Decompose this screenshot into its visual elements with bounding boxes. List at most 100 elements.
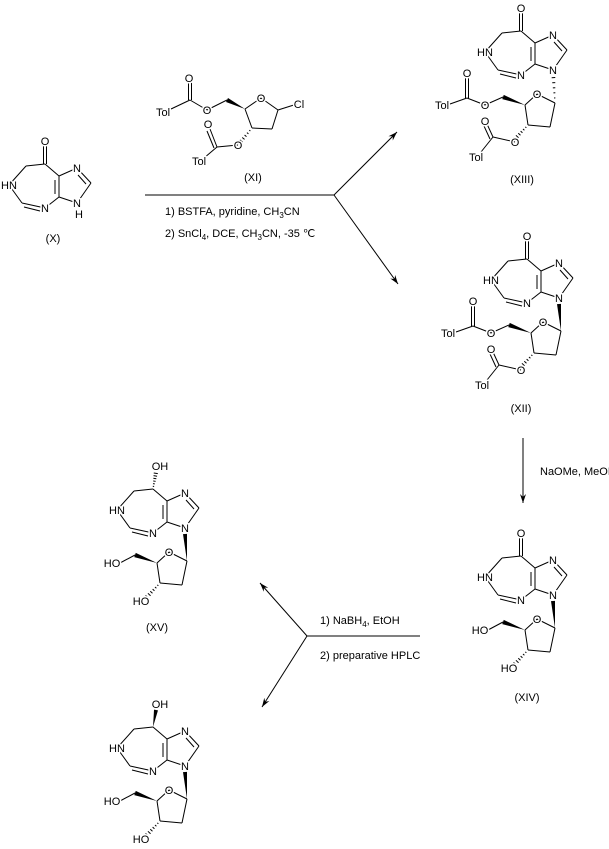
hash-mark [145,595,149,599]
compound-label-xiii: (XIII) [510,174,534,186]
bond [497,69,522,76]
bond [520,588,536,601]
hydroxyl-label: OH [152,461,169,473]
subscript: 4 [362,620,367,629]
bond [159,820,183,824]
hash-mark [526,358,529,362]
n-label: N [181,523,189,535]
bond [449,97,468,105]
bond [524,104,529,126]
tolyl-label: Tol [192,156,206,168]
hash-mark [153,475,158,477]
ester-oxygen: O [203,105,212,117]
bond [152,488,168,502]
bond [534,588,554,596]
hydroxyl-hashed-bond [152,472,158,487]
bond [129,527,154,534]
text-segment: CN, -35 ℃ [262,228,315,240]
c5-wedge-bond [134,790,157,801]
bond [76,182,92,204]
bond [555,330,562,356]
subscript: 4 [202,233,207,242]
bond [152,759,168,772]
ring-oxygen: O [165,547,174,559]
bond [206,130,215,149]
bond [76,167,92,184]
hash-mark [517,657,521,661]
hash-mark [520,655,523,659]
reaction-arrows [145,131,526,708]
hash-mark [153,472,158,475]
bond [549,627,556,653]
bond [534,34,554,44]
bond [501,555,522,559]
bond [209,128,218,148]
bond [260,97,279,111]
bond [501,30,522,34]
c5-wedge-bond [508,322,531,333]
c3-hashed-bond [513,651,527,666]
bond [484,32,503,53]
nh-label: HN [109,743,125,755]
hydroxyl-label: HO [133,596,150,608]
n-label: N [549,555,557,567]
bond [524,629,529,651]
hash-mark [523,360,527,364]
bond [536,93,556,104]
hydroxyl-label: HO [104,796,121,808]
h-label: H [75,209,83,221]
bond [540,262,560,272]
bond [206,99,228,111]
double-bond [505,301,523,307]
hash-mark [519,365,523,369]
ester-oxygen: O [511,137,520,149]
c5-wedge-bond [134,552,157,563]
hash-mark [517,132,521,136]
bond [170,99,191,110]
reagent-line: NaOMe, MeOH [540,466,609,478]
glycosidic-wedge-bond [183,771,187,799]
bond [58,196,78,204]
double-bond [131,531,149,537]
compound-label-xii: (XII) [511,403,532,415]
hash-mark [154,586,157,589]
hydroxyl-label: HO [133,834,150,846]
compound-label-xi: (XI) [244,172,262,184]
bond [159,582,183,586]
hydroxyl-label: HO [104,558,121,570]
bond [116,490,135,511]
c3-hashed-bond [513,126,527,141]
bond [489,353,497,368]
nh-label: HN [1,180,17,192]
bond [526,258,542,272]
bond [552,49,568,71]
hash-mark [237,141,241,146]
hash-mark [157,584,159,587]
nh-label: HN [483,275,499,287]
hash-mark [145,833,149,837]
bond [552,559,568,576]
hash-mark [152,826,155,830]
hash-mark [515,134,519,139]
reagent-line-1: 1) BSTFA, pyridine, CH3CN [165,206,300,220]
bond [552,34,568,51]
hash-mark [152,588,155,592]
c3-hashed-bond [519,354,533,369]
tolyl-label: Tol [475,380,489,392]
bond [168,789,188,800]
n-label: N [549,590,557,602]
bond [492,136,516,143]
text-segment: CN [284,206,300,218]
bond [271,109,279,130]
bond [25,163,46,167]
glycosidic-wedge-bond [557,303,561,331]
double-bond [23,206,41,212]
ring-oxygen: O [533,614,542,626]
bond [552,574,568,596]
bond [534,63,554,71]
text-segment: , DCE, CH [206,228,257,240]
n-label: N [73,163,81,175]
bond [129,765,154,772]
bond [484,576,499,596]
carbonyl-oxygen: O [204,119,213,131]
